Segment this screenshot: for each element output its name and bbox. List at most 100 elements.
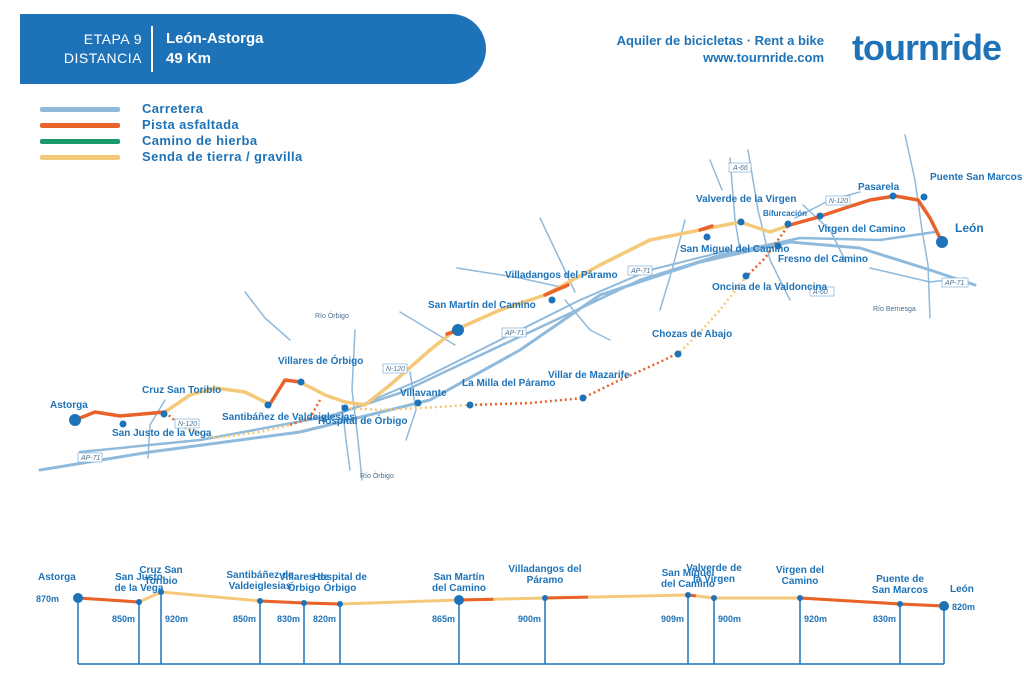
legend-label: Senda de tierra / gravilla	[142, 149, 303, 164]
legend-label: Pista asfaltada	[142, 117, 240, 132]
dot-villares	[297, 378, 305, 386]
route-map: A-66 N-120 AP-71 A-60 AP-71 AP-71 N-120 …	[38, 134, 1023, 481]
label-oncina: Oncina de la Valdoncina	[712, 282, 827, 293]
road-label-n120-east: N-120	[829, 198, 848, 205]
etapa-label: ETAPA 9	[83, 31, 142, 47]
label-leon: León	[955, 221, 984, 235]
label-cruz-san-toribio: Cruz San Toribio	[142, 385, 221, 396]
river-label-orbigo-south: Río Órbigo	[360, 471, 394, 480]
dot-chozas	[674, 350, 682, 358]
label-villadangos: Villadangos del Páramo	[505, 270, 618, 281]
profile-point	[897, 601, 903, 607]
road-label-a66: A-66	[732, 165, 748, 172]
road-label-ap71-east: AP-71	[630, 268, 651, 275]
legend-item-pista-asfaltada: Pista asfaltada	[40, 116, 340, 134]
profile-name-line: Cruz San	[139, 565, 182, 576]
profile-name-line: Hospital de	[313, 572, 367, 583]
legend-label: Carretera	[142, 101, 204, 116]
tournride-logo[interactable]: tournride	[852, 26, 1012, 70]
roads	[38, 134, 977, 481]
river-labels: Río Bernesga Río Órbigo Río Órbigo	[315, 306, 916, 480]
profile-point-altitude: 870m	[36, 594, 59, 604]
legend-swatch	[40, 155, 120, 160]
profile-name-line: León	[950, 584, 974, 595]
road-labels: A-66 N-120 AP-71 A-60 AP-71 AP-71 N-120 …	[77, 162, 969, 463]
profile-name-line: del Camino	[661, 579, 715, 590]
profile-name-line: Toribio	[144, 576, 177, 587]
dot-hospital	[341, 404, 349, 412]
road-label-ap71-mid: AP-71	[504, 330, 525, 337]
stage-header: ETAPA 9 DISTANCIA León-Astorga 49 Km	[20, 14, 486, 84]
profile-name-line: San Justo	[115, 572, 163, 583]
profile-point-altitude: 920m	[165, 614, 188, 624]
brand-tagline: Aquiler de bicicletas · Rent a bike	[616, 33, 824, 48]
dot-villadangos	[548, 296, 556, 304]
profile-name-line: Astorga	[38, 572, 76, 583]
brand-website[interactable]: www.tournride.com	[703, 50, 824, 65]
road-label-ap71-far: AP-71	[944, 280, 965, 287]
profile-point	[73, 593, 83, 603]
profile-name-line: San Martín	[433, 572, 484, 583]
legend-item-carretera: Carretera	[40, 100, 340, 118]
dot-la-milla	[466, 401, 474, 409]
dot-santibanez	[264, 401, 272, 409]
place-labels: León Puente San Marcos Pasarela Bifurcac…	[50, 172, 1023, 439]
dot-fresno	[774, 242, 782, 250]
header-divider	[151, 26, 153, 72]
profile-point-altitude: 900m	[718, 614, 741, 624]
road-label-n120-west: N-120	[178, 421, 197, 428]
dot-virgen-del-camino	[816, 212, 824, 220]
profile-point-altitude: 830m	[873, 614, 896, 624]
legend-swatch	[40, 123, 120, 128]
label-chozas: Chozas de Abajo	[652, 329, 732, 340]
stage-name: León-Astorga	[166, 30, 264, 47]
dot-san-miguel	[703, 233, 711, 241]
profile-name-line: Valverde de	[686, 563, 742, 574]
profile-point	[158, 589, 164, 595]
profile-point	[711, 595, 717, 601]
profile-point-altitude: 820m	[952, 602, 975, 612]
place-dots	[69, 192, 948, 428]
profile-point	[301, 600, 307, 606]
river-label-orbigo-north: Río Órbigo	[315, 311, 349, 320]
profile-name-line: la Virgen	[693, 574, 735, 585]
profile-point-altitude: 850m	[233, 614, 256, 624]
profile-asphalt-segment	[77, 596, 140, 604]
label-virgen-del-camino: Virgen del Camino	[818, 224, 906, 235]
gravel-dotted	[174, 277, 746, 440]
label-villavante: Villavante	[400, 388, 447, 399]
profile-asphalt-segment	[799, 596, 945, 608]
river-label-bernesga: Río Bernesga	[873, 306, 916, 313]
label-villares: Villares de Órbigo	[278, 354, 363, 367]
label-astorga: Astorga	[50, 400, 88, 411]
profile-point-name: Astorga	[38, 572, 76, 583]
profile-name-line: de la Vega	[115, 583, 164, 594]
profile-point-altitude: 920m	[804, 614, 827, 624]
profile-point	[542, 595, 548, 601]
profile-point	[797, 595, 803, 601]
profile-point-altitude: 909m	[661, 614, 684, 624]
label-line: Puente San Marcos	[930, 172, 1023, 183]
profile-name-line: Camino	[782, 576, 819, 587]
profile-name-line: Órbigo	[324, 581, 357, 594]
dot-pasarela	[889, 192, 897, 200]
dot-oncina	[742, 272, 750, 280]
label-fresno: Fresno del Camino	[778, 254, 868, 265]
label-san-miguel: San Miguel del Camino	[680, 244, 789, 255]
dot-san-martin	[452, 324, 464, 336]
stage-distance: 49 Km	[166, 50, 212, 67]
profile-name-line: Puente de	[876, 574, 924, 585]
profile-point-altitude: 900m	[518, 614, 541, 624]
legend-swatch	[40, 139, 120, 144]
profile-asphalt-segment	[458, 597, 494, 602]
label-valverde: Valverde de la Virgen	[696, 194, 796, 205]
